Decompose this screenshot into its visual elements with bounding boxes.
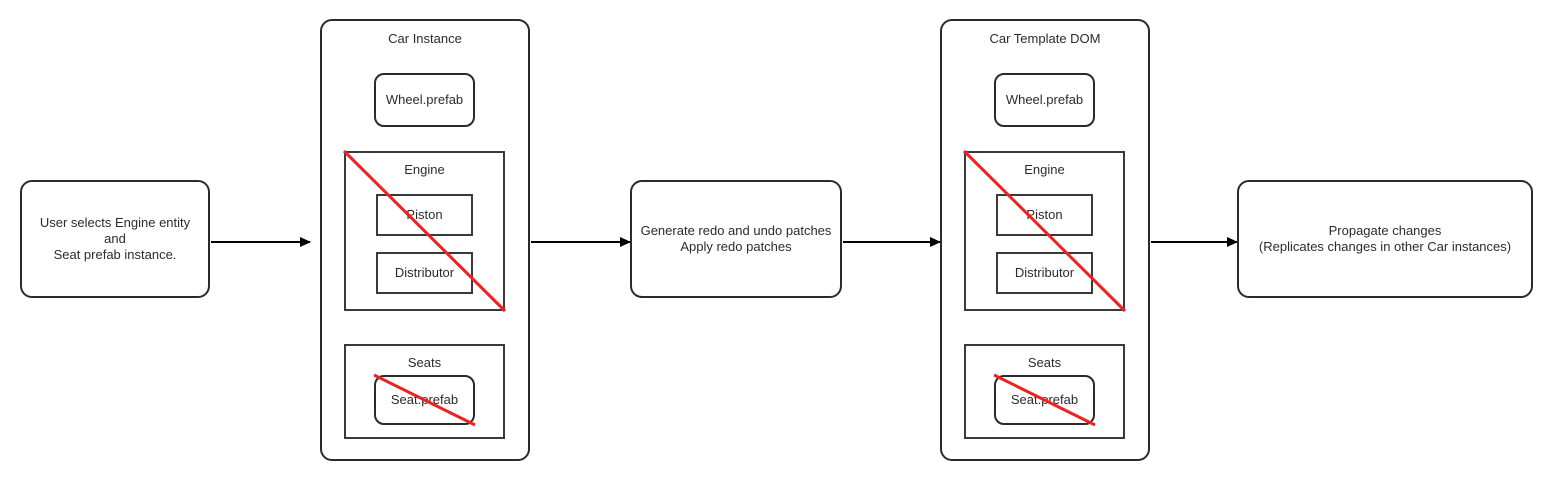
node-user-action[interactable]: User selects Engine entity and Seat pref…	[20, 180, 210, 298]
node-car-template-distributor-label: Distributor	[1014, 265, 1075, 280]
connector-user-to-car-instance	[211, 241, 310, 243]
node-car-instance-distributor-label: Distributor	[394, 265, 455, 280]
node-car-instance-distributor[interactable]: Distributor	[376, 252, 473, 294]
node-car-template-seat-prefab-label: Seat.prefab	[1010, 392, 1079, 407]
node-car-instance-wheel-prefab[interactable]: Wheel.prefab	[374, 73, 475, 127]
node-patch-process-label: Generate redo and undo patches Apply red…	[640, 223, 832, 254]
node-car-template-seat-prefab[interactable]: Seat.prefab	[994, 375, 1095, 425]
connector-patch-process-to-car-template	[843, 241, 940, 243]
node-car-template-distributor[interactable]: Distributor	[996, 252, 1093, 294]
group-car-instance-engine-title: Engine	[404, 162, 445, 177]
node-car-instance-piston[interactable]: Piston	[376, 194, 473, 236]
group-car-instance-seats-title: Seats	[407, 355, 442, 370]
node-car-instance-seat-prefab[interactable]: Seat.prefab	[374, 375, 475, 425]
node-patch-process[interactable]: Generate redo and undo patches Apply red…	[630, 180, 842, 298]
node-user-action-label: User selects Engine entity and Seat pref…	[39, 215, 191, 262]
node-car-instance-piston-label: Piston	[406, 207, 443, 222]
node-car-instance-seat-prefab-label: Seat.prefab	[390, 392, 459, 407]
node-propagate-changes-label: Propagate changes (Replicates changes in…	[1258, 223, 1512, 254]
node-car-template-wheel-prefab-label: Wheel.prefab	[1005, 92, 1084, 107]
node-propagate-changes[interactable]: Propagate changes (Replicates changes in…	[1237, 180, 1533, 298]
group-car-template-seats-title: Seats	[1027, 355, 1062, 370]
node-car-instance-wheel-prefab-label: Wheel.prefab	[385, 92, 464, 107]
connector-car-instance-to-patch-process	[531, 241, 630, 243]
group-car-instance-title: Car Instance	[388, 31, 462, 46]
node-car-template-wheel-prefab[interactable]: Wheel.prefab	[994, 73, 1095, 127]
group-car-template-dom-title: Car Template DOM	[989, 31, 1101, 46]
node-car-template-piston[interactable]: Piston	[996, 194, 1093, 236]
node-car-template-piston-label: Piston	[1026, 207, 1063, 222]
connector-car-template-to-propagate	[1151, 241, 1237, 243]
group-car-template-engine-title: Engine	[1024, 162, 1065, 177]
